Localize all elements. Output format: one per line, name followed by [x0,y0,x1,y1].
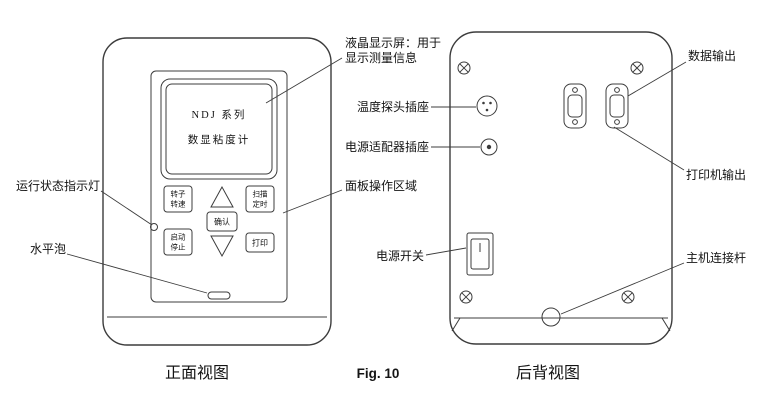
start-stop-button-label1: 启动 [171,232,186,242]
level-bubble-leader-line [66,253,208,294]
screw-bottom-right [621,290,635,304]
start-stop-button [163,228,193,256]
lcd-label-line1: 液晶显示屏：用于 [345,35,441,50]
lcd-screen-glass [165,83,273,175]
status-led-label: 运行状态指示灯 [16,178,100,193]
scan-timer-button [245,185,275,213]
scan-timer-button-label1: 扫描 [253,189,268,199]
front-annotations: 液晶显示屏：用于 显示测量信息 面板操作区域 运行状态指示灯 水平泡 [16,35,441,294]
back-view-caption: 后背视图 [516,364,580,382]
data-output-leader-line [627,61,687,97]
power-switch [466,232,494,276]
lcd-screen-bezel [160,78,278,180]
host-rod-label: 主机连接杆 [686,250,746,265]
rotor-speed-button-label2: 转速 [171,199,186,209]
scan-timer-button-label2: 定时 [253,199,268,209]
printer-output-leader-line [613,126,685,171]
power-adapter-socket [480,138,498,156]
screw-top-left [457,61,471,75]
lcd-text-line2: 数显粘度计 [188,133,251,146]
temp-probe-label: 温度探头插座 [357,99,429,114]
host-connecting-rod [541,307,561,327]
figure-caption: Fig. 10 [357,366,400,381]
print-button-label: 打印 [252,238,268,248]
screw-top-right [630,61,644,75]
front-panel-outline [150,70,288,303]
base-hatch-left [451,317,461,332]
back-annotations: 温度探头插座 电源适配器插座 电源开关 数据输出 打印机输出 主机连接杆 [345,48,746,315]
lcd-leader-line [265,57,343,104]
level-bubble-label: 水平泡 [30,242,66,256]
back-view-device [449,31,673,345]
data-output-label: 数据输出 [688,48,736,63]
printer-output-label: 打印机输出 [686,167,746,182]
arrow-up-button [210,185,234,208]
power-adapter-label: 电源适配器插座 [345,139,429,154]
lcd-text-line1: NDJ 系列 [192,108,247,121]
power-switch-leader-line [425,247,467,256]
screw-bottom-left [459,290,473,304]
level-bubble [207,291,231,300]
panel-area-leader-line [282,189,343,214]
front-device-outline [102,37,332,346]
start-stop-button-label2: 停止 [171,242,186,252]
print-button [245,232,275,253]
status-led-leader-line [100,190,153,226]
front-view-device: NDJ 系列 数显粘度计 转子 转速 扫描 定时 确认 启动 停止 打印 [102,37,332,346]
confirm-button [206,211,238,232]
power-switch-label: 电源开关 [376,249,424,263]
front-view-caption: 正面视图 [165,364,229,382]
db9-connector-data [563,83,587,129]
arrow-down-button [210,235,234,258]
back-device-outline [449,31,673,345]
lcd-label-line2: 显示测量信息 [345,50,417,65]
rotor-speed-button-label1: 转子 [171,189,186,199]
rotor-speed-button [163,185,193,213]
temp-probe-socket [476,95,498,117]
panel-area-label: 面板操作区域 [345,178,417,193]
status-led [150,223,158,231]
confirm-button-label: 确认 [214,217,230,227]
host-rod-leader-line [560,262,685,315]
base-hatch-right [661,317,671,332]
corner-screws [457,61,644,304]
keypad: 转子 转速 扫描 定时 确认 启动 停止 打印 [163,185,275,258]
db9-connector-printer [605,83,629,129]
lcd-screen: NDJ 系列 数显粘度计 [160,78,278,180]
